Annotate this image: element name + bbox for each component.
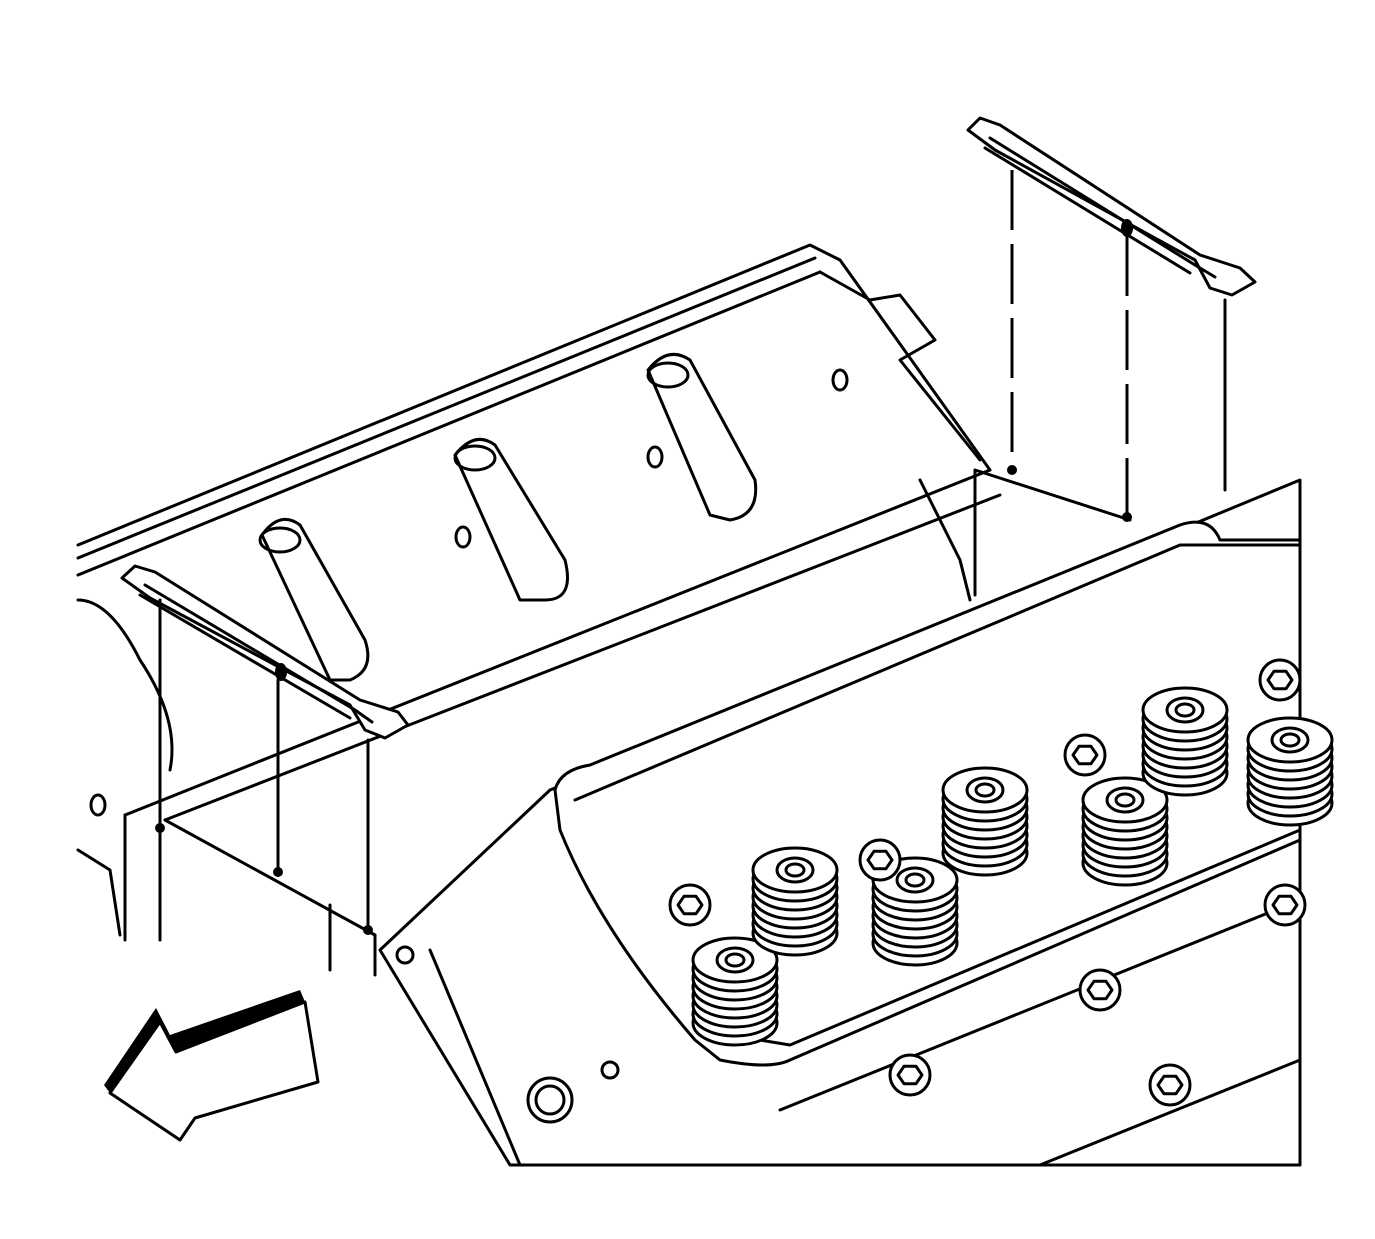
valve-spring xyxy=(1246,716,1334,827)
front-direction-arrow-icon xyxy=(104,990,320,1142)
head-bolts xyxy=(668,658,1307,1107)
cylinder-head xyxy=(378,478,1302,1167)
bolt-icon xyxy=(1263,883,1307,927)
engine-block-valley-wall xyxy=(76,243,1132,977)
installation-guide-lines xyxy=(155,170,1227,942)
left-valley-bracket xyxy=(120,564,410,740)
valve-spring xyxy=(941,766,1029,877)
bolt-icon xyxy=(1148,1063,1192,1107)
bracket-stud xyxy=(1121,219,1133,237)
valve-spring xyxy=(691,936,779,1047)
valve-spring xyxy=(1141,686,1229,797)
bolt-icon xyxy=(1063,733,1107,777)
valve-spring xyxy=(1081,776,1169,887)
bolt-icon xyxy=(668,883,712,927)
valve-spring xyxy=(751,846,839,957)
lifter-bores xyxy=(89,352,849,817)
bolt-icon xyxy=(1258,658,1302,702)
bolt-icon xyxy=(1078,968,1122,1012)
bracket-stud xyxy=(275,663,287,681)
bolt-icon xyxy=(858,838,902,882)
right-valley-bracket xyxy=(966,116,1257,297)
bolt-icon xyxy=(888,1053,932,1097)
